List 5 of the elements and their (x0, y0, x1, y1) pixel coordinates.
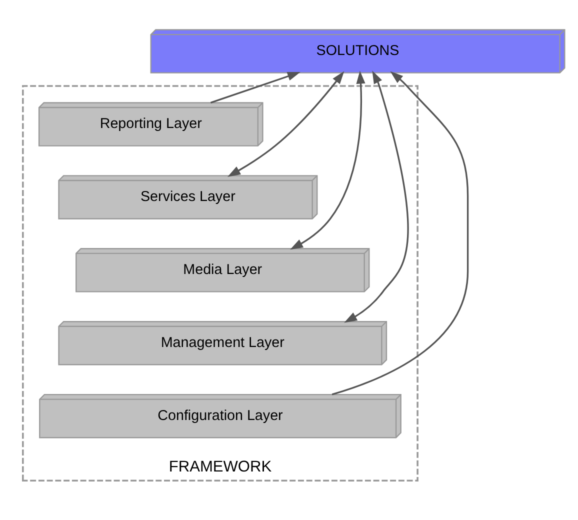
arrow (344, 70, 409, 323)
arrow (290, 70, 366, 250)
arrow (332, 71, 469, 396)
arrow (210, 72, 300, 104)
arrow (228, 71, 344, 177)
